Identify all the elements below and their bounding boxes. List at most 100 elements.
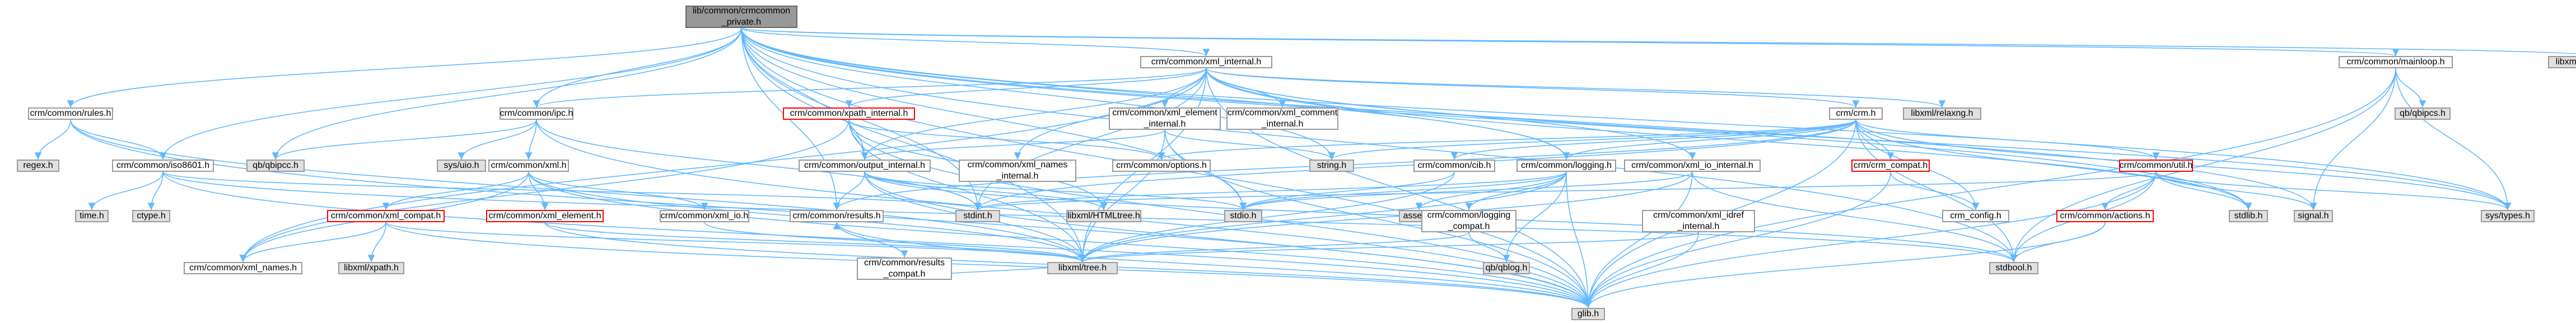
node-stdio[interactable]: stdio.h [1224, 210, 1262, 222]
node-actions[interactable]: crm/common/actions.h [2056, 210, 2154, 222]
node-root[interactable]: lib/common/crmcommon _private.h [685, 6, 797, 28]
edge-xpath-internal-to-xml-names [239, 119, 850, 263]
edge-root-to-stdlib [741, 27, 2252, 210]
edge-root-to-xml-internal [741, 27, 1210, 57]
edge-root-to-stdbool [741, 27, 2018, 263]
node-string[interactable]: string.h [1309, 160, 1354, 172]
node-logging[interactable]: crm/common/logging.h [1516, 160, 1616, 172]
edge-iso8601-to-glib [162, 171, 1592, 308]
edge-logging-compat-to-libxml-tree [1079, 232, 1469, 263]
edge-xml-element-to-libxml-tree [544, 222, 1086, 263]
edge-xml-element-internal-to-output-internal [861, 129, 1165, 160]
node-xml-element-internal[interactable]: crm/common/xml_element _internal.h [1109, 107, 1221, 130]
node-signal[interactable]: signal.h [2294, 210, 2333, 222]
edge-output-internal-to-results [833, 171, 865, 210]
edge-xml-to-glib [528, 171, 1592, 308]
edge-xml-internal-to-stdlib [1206, 68, 2252, 210]
edge-xml-io-internal-to-glib [1584, 171, 1693, 308]
edge-root-to-signal [741, 27, 2317, 210]
edge-xml-internal-to-ipc [533, 68, 1207, 108]
node-xml-internal[interactable]: crm/common/xml_internal.h [1140, 56, 1272, 68]
edge-root-to-output-internal [741, 27, 869, 160]
node-xml-idref-internal[interactable]: crm/common/xml_idref _internal.h [1642, 210, 1755, 232]
edge-crm-compat-to-glib [1584, 171, 1891, 308]
edge-xml-internal-to-xpath-internal [845, 68, 1207, 108]
edge-actions-to-glib [1584, 222, 2106, 308]
node-time[interactable]: time.h [75, 210, 109, 222]
edge-root-to-rules [67, 27, 742, 108]
edge-xml-internal-to-relaxng [1206, 68, 1945, 108]
edge-xml-internal-to-logging [1206, 68, 1570, 160]
node-sys-uio[interactable]: sys/uio.h [437, 160, 486, 172]
edge-mainloop-to-signal [2309, 68, 2396, 210]
node-results-compat[interactable]: crm/common/results _compat.h [857, 258, 952, 280]
node-qb-ipcc[interactable]: qb/qbipcc.h [246, 160, 305, 172]
edge-util-to-sys-types [2155, 171, 2512, 210]
node-xpath-internal[interactable]: crm/common/xpath_internal.h [783, 107, 915, 120]
edge-util-to-actions [2101, 171, 2157, 210]
node-ipc[interactable]: crm/common/ipc.h [500, 107, 573, 120]
edge-logging-to-assert [1415, 171, 1567, 210]
edge-crm-to-logging [1562, 119, 1856, 160]
edge-iso8601-to-ctype [147, 171, 164, 210]
edge-xml-to-xml-element [528, 171, 549, 210]
node-qb-ipcs[interactable]: qb/qbipcs.h [2395, 107, 2451, 120]
edge-xml-compat-to-libxml-xpath [367, 222, 386, 263]
node-xml-compat[interactable]: crm/common/xml_compat.h [327, 210, 445, 222]
edge-xml-io-internal-to-stdio [1239, 171, 1693, 210]
node-stdbool[interactable]: stdbool.h [1989, 262, 2038, 274]
node-crm-compat[interactable]: crm/crm_compat.h [1851, 160, 1930, 172]
edge-xml-element-internal-to-string [1164, 129, 1336, 160]
edge-root-to-libxml-string [741, 27, 2576, 55]
node-regex[interactable]: regex.h [17, 160, 59, 172]
node-xml-comment-internal[interactable]: crm/common/xml_comment _internal.h [1226, 107, 1338, 130]
edge-mainloop-to-glib [1584, 68, 2396, 308]
edge-output-internal-to-html-tree [864, 171, 1108, 210]
node-util[interactable]: crm/common/util.h [2119, 160, 2193, 172]
node-mainloop[interactable]: crm/common/mainloop.h [2339, 56, 2453, 68]
node-output-internal[interactable]: crm/common/output_internal.h [799, 160, 931, 172]
edge-xpath-internal-to-libxml-tree [848, 119, 1086, 263]
node-xml-names-internal[interactable]: crm/common/xml_names _internal.h [959, 160, 1076, 182]
edge-mainloop-to-qb-ipcs [2395, 68, 2426, 108]
node-libxml-string[interactable]: libxml/xmlstring.h [2548, 56, 2576, 68]
node-xml-names[interactable]: crm/common/xml_names.h [184, 262, 302, 274]
node-results[interactable]: crm/common/results.h [790, 210, 884, 222]
node-crm[interactable]: crm/crm.h [1829, 107, 1883, 120]
node-relaxng[interactable]: libxml/relaxng.h [1903, 107, 1981, 120]
edge-ipc-to-sys-uio [458, 119, 537, 160]
edge-ipc-to-qb-ipcc [272, 119, 537, 160]
node-crm-config[interactable]: crm_config.h [1942, 210, 2009, 222]
edge-xml-compat-to-glib [385, 222, 1592, 308]
edge-util-to-stdlib [2155, 171, 2252, 210]
edge-results-to-glib [836, 222, 1592, 308]
node-rules[interactable]: crm/common/rules.h [28, 107, 113, 120]
edge-xml-compat-to-xml-names [239, 222, 386, 263]
node-iso8601[interactable]: crm/common/iso8601.h [112, 160, 214, 172]
node-html-tree[interactable]: libxml/HTMLtree.h [1066, 210, 1141, 222]
edge-xml-internal-to-xml-names [239, 68, 1207, 263]
edge-logging-compat-to-qblog [1468, 232, 1510, 263]
edge-xml-to-xml-io [528, 171, 708, 210]
node-xml[interactable]: crm/common/xml.h [488, 160, 569, 172]
edge-xml-to-xml-compat [382, 171, 529, 210]
edge-output-internal-to-glib [864, 171, 1592, 308]
node-libxml-tree[interactable]: libxml/tree.h [1047, 262, 1118, 274]
edge-root-to-iso8601 [159, 27, 742, 160]
node-qblog[interactable]: qb/qblog.h [1483, 262, 1530, 274]
node-sys-types[interactable]: sys/types.h [2481, 210, 2535, 222]
edge-crm-to-stdlib [1855, 119, 2252, 210]
node-logging-compat[interactable]: crm/common/logging _compat.h [1421, 210, 1516, 232]
node-ctype[interactable]: ctype.h [132, 210, 170, 222]
node-stdlib[interactable]: stdlib.h [2229, 210, 2268, 222]
edge-root-to-string [741, 27, 1336, 160]
node-options[interactable]: crm/common/options.h [1112, 160, 1211, 172]
node-xml-element[interactable]: crm/common/xml_element.h [486, 210, 604, 222]
node-cib[interactable]: crm/common/cib.h [1413, 160, 1495, 172]
node-libxml-xpath[interactable]: libxml/xpath.h [338, 262, 404, 274]
node-xml-io[interactable]: crm/common/xml_io.h [660, 210, 749, 222]
edge-logging-to-stdint [974, 171, 1567, 210]
node-glib[interactable]: glib.h [1571, 308, 1605, 320]
node-stdint[interactable]: stdint.h [955, 210, 1000, 222]
node-xml-io-internal[interactable]: crm/common/xml_io_internal.h [1624, 160, 1761, 172]
